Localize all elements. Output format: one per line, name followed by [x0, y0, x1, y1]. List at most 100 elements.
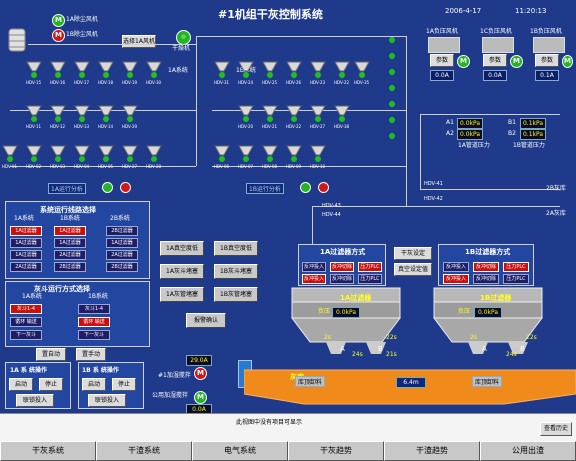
fan3-param-button[interactable]: 参数	[535, 54, 559, 67]
hopper-valve[interactable]: HDV-26	[286, 61, 302, 85]
route-btn-7[interactable]: 2A过滤器	[54, 250, 86, 260]
ash-setting-button[interactable]: 干灰设定	[394, 247, 432, 260]
alarm-1a-pipe[interactable]: 1A灰管堵塞	[160, 287, 204, 302]
hopper-valve[interactable]: HDV-09	[286, 145, 302, 169]
hopper-valve[interactable]: HDV-35	[354, 61, 370, 85]
hopper-valve[interactable]: HDV-01	[2, 145, 18, 169]
history-button[interactable]: 查看历史	[540, 422, 572, 436]
route-btn-5[interactable]: 1A过滤器	[54, 226, 86, 236]
ops-1b-stop[interactable]: 停止	[112, 378, 136, 391]
fan-motor-1a-icon[interactable]: M	[52, 14, 65, 27]
filter-1b-btn3[interactable]: 压力PLC	[503, 262, 529, 272]
hopper-valve[interactable]: HDV-07	[238, 145, 254, 169]
alarm-1a-vacuum[interactable]: 1A真空度低	[160, 241, 204, 256]
alarm-1b-hopper[interactable]: 1B灰斗堵塞	[214, 264, 258, 279]
hopper-b-3[interactable]: 下一灰斗	[78, 330, 110, 340]
hopper-valve[interactable]: HDV-24	[238, 61, 254, 85]
column-valve-icon[interactable]	[389, 69, 395, 75]
hopper-valve[interactable]: HDV-03	[50, 145, 66, 169]
hopper-valve[interactable]: HDV-31	[214, 61, 230, 85]
fan-motor-1b-icon[interactable]: M	[52, 29, 65, 42]
alarm-1b-pipe[interactable]: 1B灰管堵塞	[214, 287, 258, 302]
ops-1a-start[interactable]: 启动	[9, 378, 33, 391]
alarm-1b-vacuum[interactable]: 1B真空度低	[214, 241, 258, 256]
column-valve-icon[interactable]	[389, 101, 395, 107]
filter-1a-btn2[interactable]: 反冲切除	[330, 262, 354, 272]
fan1-motor-icon[interactable]: M	[457, 55, 470, 68]
hopper-b-2[interactable]: 循环 输送	[78, 317, 110, 327]
column-valve-icon[interactable]	[389, 53, 395, 59]
hopper-valve[interactable]: HDV-20	[238, 105, 254, 129]
fan3-motor-icon[interactable]: M	[562, 55, 573, 68]
hopper-valve[interactable]: HDV-25	[262, 61, 278, 85]
hopper-valve[interactable]: HDV-29	[122, 105, 138, 129]
tab-ash-system[interactable]: 干灰系统	[0, 441, 96, 461]
hopper-valve[interactable]: HDV-21	[262, 105, 278, 129]
route-btn-11[interactable]: 2A过滤器	[106, 250, 138, 260]
route-btn-3[interactable]: 1A过滤器	[10, 250, 42, 260]
filter-1b-btn5[interactable]: 反冲切除	[473, 274, 499, 284]
tab-common-slag[interactable]: 公用出渣	[480, 441, 576, 461]
filter-1b-btn4[interactable]: 反冲投入	[443, 274, 469, 284]
manual-button[interactable]: 置手动	[76, 348, 106, 361]
filter-1a-btn3[interactable]: 压力PLC	[358, 262, 382, 272]
hopper-valve[interactable]: HDV-04	[74, 145, 90, 169]
hopper-valve[interactable]: HDV-23	[310, 61, 326, 85]
fan2-param-button[interactable]: 参数	[483, 54, 507, 67]
filter-1a-btn6[interactable]: 压力PLC	[358, 274, 382, 284]
route-btn-1[interactable]: 1A过滤器	[10, 226, 42, 236]
fan1-param-button[interactable]: 参数	[430, 54, 454, 67]
ops-1b-start[interactable]: 启动	[82, 378, 106, 391]
hopper-valve[interactable]: HDV-27	[122, 145, 138, 169]
route-btn-4[interactable]: 2A过滤器	[10, 262, 42, 272]
hopper-valve[interactable]: HDV-14	[98, 105, 114, 129]
route-btn-6[interactable]: 1A过滤器	[54, 238, 86, 248]
column-valve-icon[interactable]	[389, 133, 395, 139]
hopper-valve[interactable]: HDV-05	[98, 145, 114, 169]
filter-1a-btn1[interactable]: 反冲投入	[302, 262, 326, 272]
filter-1a-btn4[interactable]: 反冲投入	[302, 274, 326, 284]
hopper-valve[interactable]: HDV-15	[26, 61, 42, 85]
tab-ash-trend[interactable]: 干灰趋势	[288, 441, 384, 461]
hopper-a-1[interactable]: 灰斗1-4	[10, 304, 42, 314]
route-btn-10[interactable]: 1A过滤器	[106, 238, 138, 248]
hopper-valve[interactable]: HDV-18	[98, 61, 114, 85]
hopper-valve[interactable]: HDV-12	[50, 105, 66, 129]
tab-slag-trend[interactable]: 干渣趋势	[384, 441, 480, 461]
ops-1a-link[interactable]: 联锁投入	[16, 394, 54, 407]
filter-1a-btn5[interactable]: 反冲切除	[330, 274, 354, 284]
route-btn-9[interactable]: 2B过滤器	[106, 226, 138, 236]
hopper-valve[interactable]: HDV-08	[262, 145, 278, 169]
hopper-valve[interactable]: HDV-06	[214, 145, 230, 169]
hopper-valve[interactable]: HDV-22	[286, 105, 302, 129]
hopper-valve[interactable]: HDV-10	[310, 145, 326, 169]
hopper-b-1[interactable]: 灰斗1-4	[78, 304, 110, 314]
ops-1a-stop[interactable]: 停止	[39, 378, 63, 391]
tab-slag-system[interactable]: 干渣系统	[96, 441, 192, 461]
hopper-valve[interactable]: HDV-16	[50, 61, 66, 85]
ops-1b-link[interactable]: 联锁投入	[88, 394, 126, 407]
tab-electrical[interactable]: 电气系统	[192, 441, 288, 461]
hopper-valve[interactable]: HDV-11	[26, 105, 42, 129]
mixer-motor-icon[interactable]: M	[194, 367, 207, 380]
hopper-valve[interactable]: HDV-27	[310, 105, 326, 129]
column-valve-icon[interactable]	[389, 37, 395, 43]
vacuum-setpoint-button[interactable]: 真空设定值	[394, 263, 432, 276]
alarm-1a-hopper[interactable]: 1A灰斗堵塞	[160, 264, 204, 279]
auto-button[interactable]: 置自动	[36, 348, 66, 361]
filter-1b-btn6[interactable]: 压力PLC	[503, 274, 529, 284]
hopper-valve[interactable]: HDV-22	[334, 61, 350, 85]
route-btn-8[interactable]: 2B过滤器	[54, 262, 86, 272]
hopper-valve[interactable]: HDV-28	[146, 145, 162, 169]
hopper-valve[interactable]: HDV-38	[334, 105, 350, 129]
hopper-valve[interactable]: HDV-30	[146, 61, 162, 85]
hopper-valve[interactable]: HDV-19	[122, 61, 138, 85]
hopper-a-2[interactable]: 循环 输送	[10, 317, 42, 327]
hopper-valve[interactable]: HDV-02	[26, 145, 42, 169]
hopper-valve[interactable]: HDV-13	[74, 105, 90, 129]
fan2-motor-icon[interactable]: M	[510, 55, 523, 68]
alarm-confirm-button[interactable]: 报警确认	[186, 313, 226, 328]
hopper-valve[interactable]: HDV-17	[74, 61, 90, 85]
hopper-a-3[interactable]: 下一灰斗	[10, 330, 42, 340]
route-btn-2[interactable]: 1A过滤器	[10, 238, 42, 248]
